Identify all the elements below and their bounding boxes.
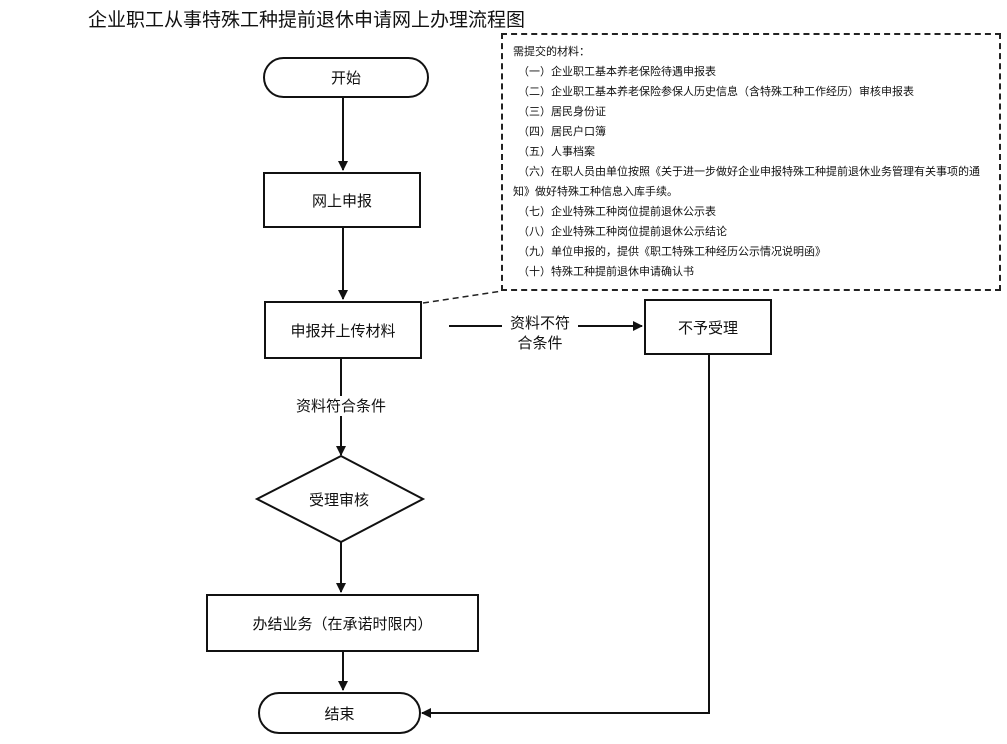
material-item: （三）居民身份证 bbox=[518, 105, 606, 118]
material-item: （七）企业特殊工种岗位提前退休公示表 bbox=[518, 205, 716, 218]
not-meet-label-line1: 资料不符 bbox=[509, 314, 570, 332]
not-meet-label: 资料不符 合条件 bbox=[502, 313, 578, 353]
arrow-reject-to-end bbox=[421, 355, 710, 718]
material-item: （五）人事档案 bbox=[518, 145, 595, 158]
material-item: （九）单位申报的，提供《职工特殊工种经历公示情况说明函》 bbox=[518, 245, 826, 258]
start-node: 开始 bbox=[263, 57, 429, 98]
dashed-callout-link bbox=[422, 290, 503, 304]
upload-materials-node: 申报并上传材料 bbox=[264, 301, 422, 359]
complete-node: 办结业务（在承诺时限内） bbox=[206, 594, 479, 652]
material-item: （一）企业职工基本养老保险待遇申报表 bbox=[518, 65, 716, 78]
materials-heading: 需提交的材料： bbox=[513, 45, 590, 58]
review-label: 受理审核 bbox=[308, 490, 369, 509]
reject-node: 不予受理 bbox=[644, 299, 772, 355]
end-node: 结束 bbox=[258, 692, 421, 734]
online-apply-node: 网上申报 bbox=[263, 172, 421, 228]
material-item: （十）特殊工种提前退休申请确认书 bbox=[518, 265, 694, 278]
material-item: （四）居民户口簿 bbox=[518, 125, 606, 138]
page-title: 企业职工从事特殊工种提前退休申请网上办理流程图 bbox=[88, 9, 526, 31]
meet-label: 资料符合条件 bbox=[285, 396, 397, 416]
review-diamond bbox=[254, 454, 426, 544]
not-meet-label-line2: 合条件 bbox=[517, 334, 563, 352]
material-item: （二）企业职工基本养老保险参保人历史信息（含特殊工种工作经历）审核申报表 bbox=[518, 85, 914, 98]
material-item: （六）在职人员由单位按照《关于进一步做好企业申报特殊工种提前退休业务管理有关事项… bbox=[513, 165, 980, 198]
materials-list-box: 需提交的材料： （一）企业职工基本养老保险待遇申报表 （二）企业职工基本养老保险… bbox=[501, 33, 1001, 291]
material-item: （八）企业特殊工种岗位提前退休公示结论 bbox=[518, 225, 727, 238]
